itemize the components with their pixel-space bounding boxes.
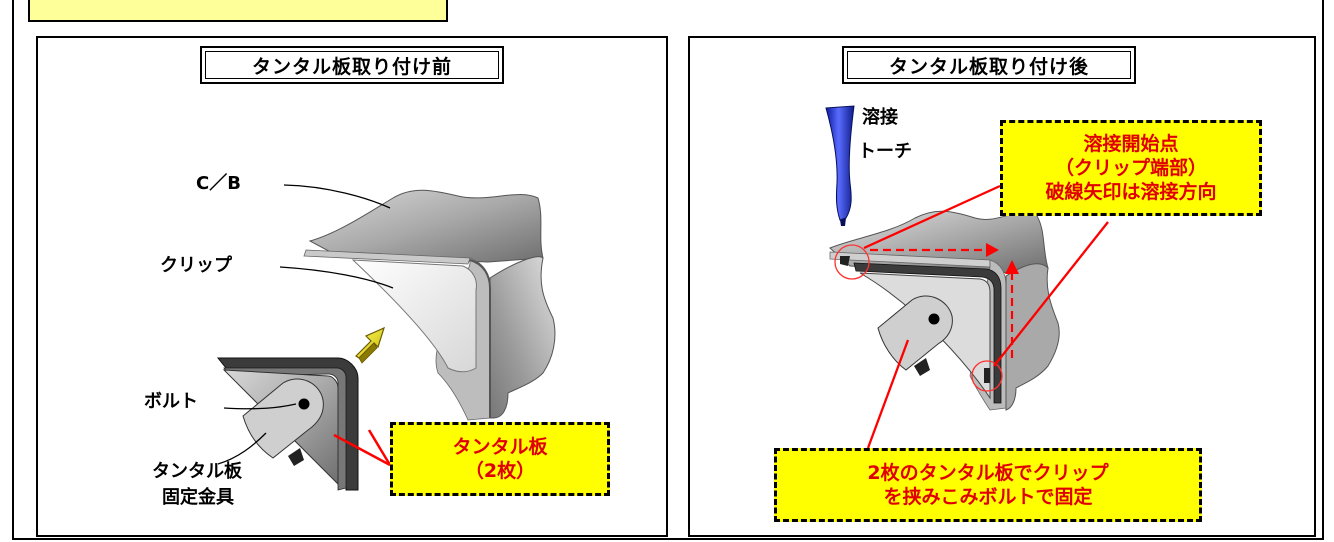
label-fixture-line1: タンタル板 bbox=[152, 461, 242, 482]
callout-weld-start-line3: 破線矢印は溶接方向 bbox=[1045, 181, 1217, 203]
before-illustration bbox=[216, 184, 556, 491]
tantalum-fixture bbox=[216, 357, 359, 491]
cb-plate-welded bbox=[829, 210, 1060, 411]
label-bolt: ボルト bbox=[144, 391, 198, 412]
welding-torch-icon bbox=[825, 105, 855, 226]
label-clip: クリップ bbox=[160, 255, 232, 276]
callout-tantalum-line2: （2枚） bbox=[464, 460, 536, 482]
weld-direction-arrowheads bbox=[986, 243, 1019, 274]
callout-weld-start-line2: （クリップ端部） bbox=[1054, 157, 1207, 179]
leader-lines-left bbox=[217, 184, 394, 465]
callout-bolt-fixing-line2: を挟みこみボルトで固定 bbox=[883, 486, 1093, 508]
title-after: タンタル板取り付け後 bbox=[842, 46, 1136, 84]
top-note-box bbox=[28, 0, 448, 22]
after-illustration bbox=[825, 105, 1109, 449]
panel-before-installation: タンタル板取り付け前 C／B クリップ ボルト タンタル板 固定金具 タンタル板… bbox=[36, 36, 668, 537]
weld-start-circle-icon bbox=[834, 244, 870, 280]
label-torch-line2: トーチ bbox=[858, 141, 912, 162]
title-before-text: タンタル板取り付け前 bbox=[251, 55, 452, 78]
callout-tantalum-plates: タンタル板 （2枚） bbox=[390, 422, 610, 496]
callout-weld-start: 溶接開始点 （クリップ端部） 破線矢印は溶接方向 bbox=[1000, 120, 1262, 216]
weld-end-circle-icon bbox=[971, 360, 1003, 392]
callout-weld-start-line1: 溶接開始点 bbox=[1083, 133, 1179, 155]
callout-bolt-fixing: 2枚のタンタル板でクリップ を挟みこみボルトで固定 bbox=[774, 448, 1202, 522]
panel-after-installation: タンタル板取り付け後 溶接 トーチ 溶接開始点 （クリップ端部） 破線矢印は溶接… bbox=[688, 36, 1316, 537]
outer-frame bbox=[12, 0, 1324, 540]
yellow-arrow-icon bbox=[355, 326, 385, 364]
callout-pointer-lines-right bbox=[863, 184, 1109, 449]
title-before: タンタル板取り付け前 bbox=[200, 46, 504, 84]
callout-pointer-lines-left bbox=[333, 429, 392, 467]
clip-part bbox=[351, 259, 477, 373]
label-cb: C／B bbox=[196, 173, 241, 194]
label-torch-line1: 溶接 bbox=[862, 107, 898, 128]
label-fixture-line2: 固定金具 bbox=[162, 487, 234, 508]
title-after-text: タンタル板取り付け後 bbox=[888, 55, 1089, 78]
callout-tantalum-line1: タンタル板 bbox=[452, 436, 548, 458]
callout-bolt-fixing-line1: 2枚のタンタル板でクリップ bbox=[867, 462, 1109, 484]
